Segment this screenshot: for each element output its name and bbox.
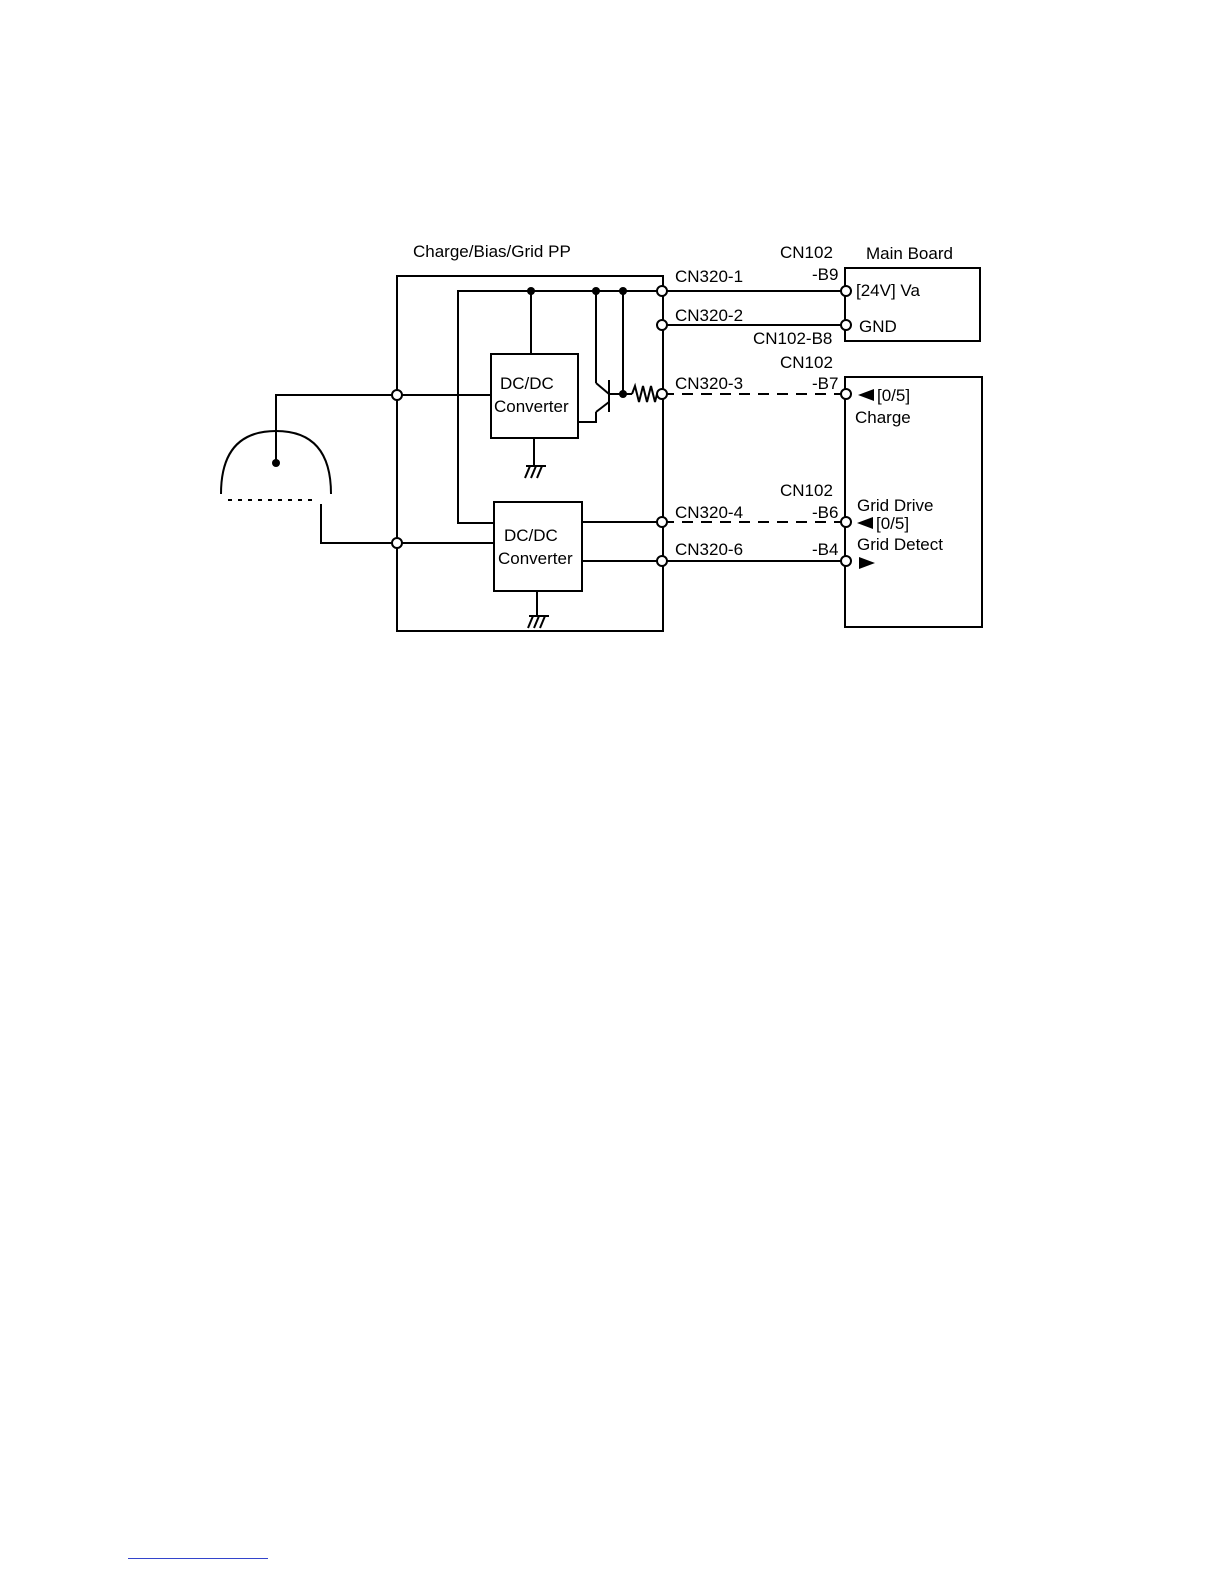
arrow-charge-input (858, 389, 874, 401)
corona-wire-dot (272, 459, 280, 467)
label-grid-detect: Grid Detect (857, 535, 943, 554)
terminal-cn320-2 (657, 320, 667, 330)
label-grid-drive-level: [0/5] (876, 514, 909, 533)
ground-symbol-upper (525, 438, 546, 478)
terminal-hv-lower (392, 538, 402, 548)
junction-dot (619, 390, 627, 398)
terminal-cn102-b9 (841, 286, 851, 296)
label-cn102-b7: -B7 (812, 374, 838, 393)
arrow-grid-detect-output (859, 557, 875, 569)
transistor-collector (596, 383, 609, 394)
label-charge: Charge (855, 408, 911, 427)
transistor-emitter (596, 402, 609, 412)
wire-transistor-to-converter (578, 412, 596, 422)
label-cn102-b8: CN102-B8 (753, 329, 832, 348)
dcdc-converter-upper-line2: Converter (494, 397, 569, 416)
label-cn320-3: CN320-3 (675, 374, 743, 393)
terminal-cn102-b6 (841, 517, 851, 527)
label-cn320-4: CN320-4 (675, 503, 743, 522)
terminal-cn320-3 (657, 389, 667, 399)
label-cn102-top: CN102 (780, 243, 833, 262)
label-gnd: GND (859, 317, 897, 336)
label-cn102-low: CN102 (780, 481, 833, 500)
wire-grid-to-converter (321, 504, 397, 543)
wire-corona-to-converter (276, 395, 397, 463)
dcdc-converter-lower-line1: DC/DC (504, 526, 558, 545)
footer-rule (128, 1558, 268, 1559)
label-cn320-1: CN320-1 (675, 267, 743, 286)
dcdc-converter-lower-line2: Converter (498, 549, 573, 568)
ground-symbol-lower (528, 591, 549, 628)
label-cn102-b6: -B6 (812, 503, 838, 522)
label-cn102-b4: -B4 (812, 540, 838, 559)
main-board-label: Main Board (866, 244, 953, 263)
label-cn320-6: CN320-6 (675, 540, 743, 559)
terminal-cn320-6 (657, 556, 667, 566)
label-grid-drive: Grid Drive (857, 496, 934, 515)
terminal-cn102-b8 (841, 320, 851, 330)
terminal-cn320-1 (657, 286, 667, 296)
dcdc-converter-upper-line1: DC/DC (500, 374, 554, 393)
pp-board-label: Charge/Bias/Grid PP (413, 242, 571, 261)
label-cn102-mid: CN102 (780, 353, 833, 372)
junction-dot (527, 287, 535, 295)
dcdc-converter-upper (491, 354, 578, 438)
label-cn320-2: CN320-2 (675, 306, 743, 325)
label-cn102-b9: -B9 (812, 265, 838, 284)
arrow-grid-drive-input (857, 517, 873, 529)
terminal-cn102-b4 (841, 556, 851, 566)
terminal-cn102-b7 (841, 389, 851, 399)
label-va-24v: [24V] Va (856, 281, 920, 300)
label-charge-level: [0/5] (877, 386, 910, 405)
dcdc-converter-lower (494, 502, 582, 591)
terminal-hv-upper (392, 390, 402, 400)
terminal-cn320-4 (657, 517, 667, 527)
